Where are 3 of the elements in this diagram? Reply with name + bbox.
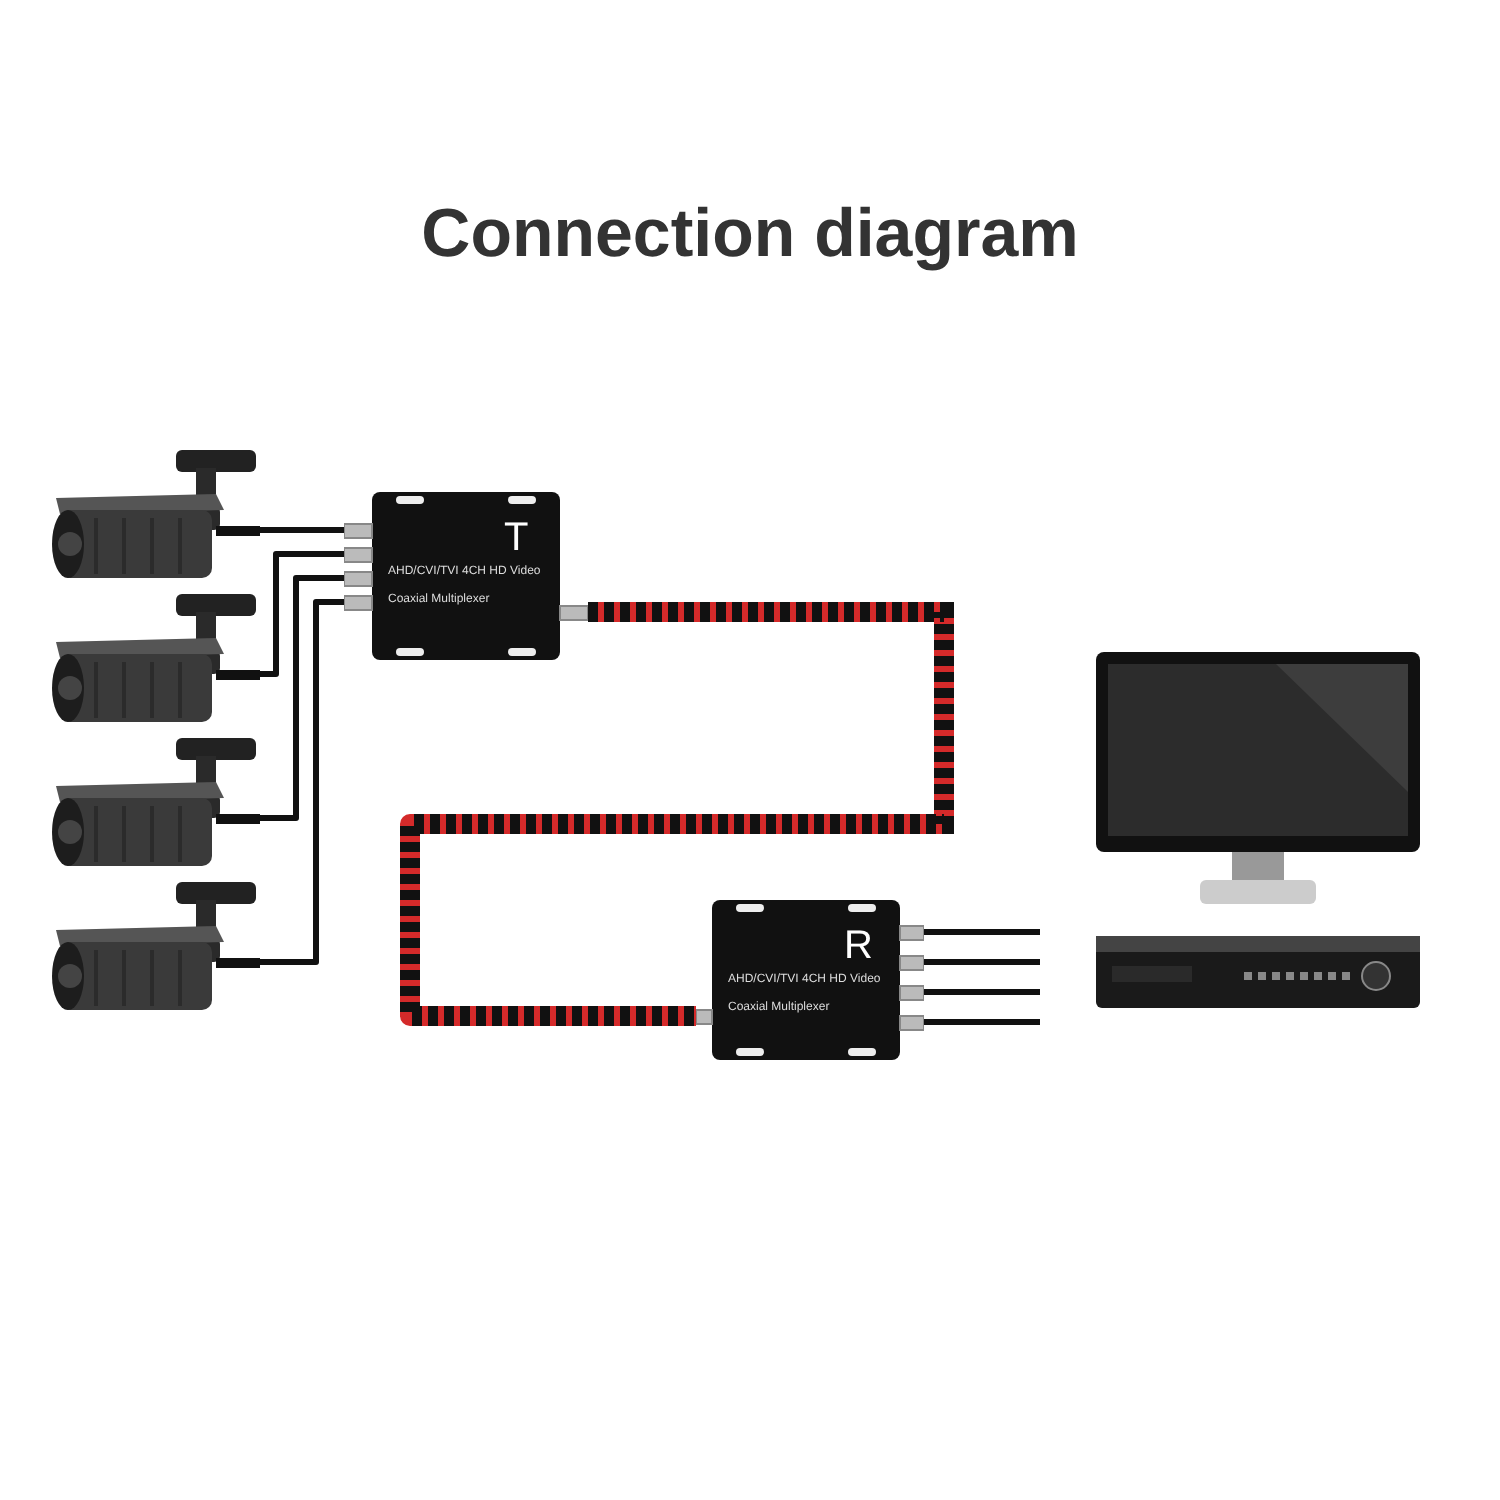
- device-letter: T: [504, 516, 529, 560]
- device-letter: R: [844, 924, 873, 968]
- title: Connection diagram: [421, 196, 1079, 272]
